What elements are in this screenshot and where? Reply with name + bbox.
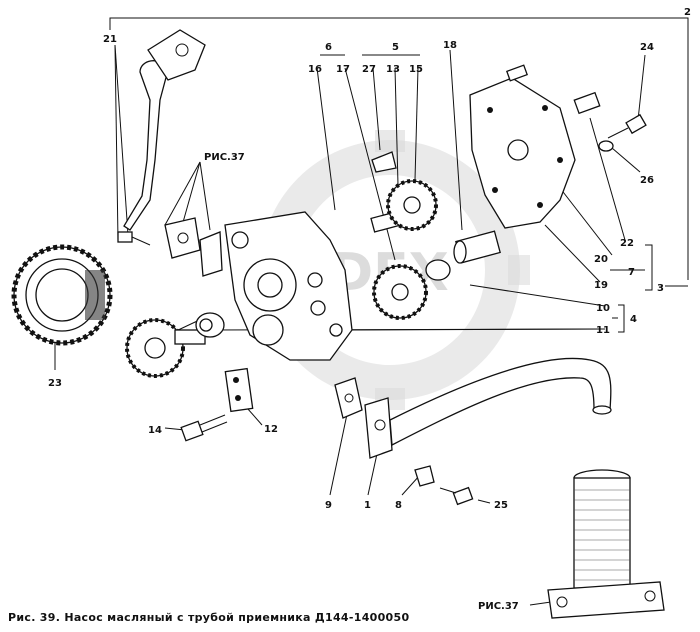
figure-caption: Рис. 39. Насос масляный с трубой приемни… [8,611,409,624]
shaft-18 [453,230,501,264]
callout-24: 24 [640,42,654,53]
intake-tube-21 [123,29,206,231]
gasket-9 [334,377,363,419]
lock-plate-12 [224,367,254,413]
callout-23: 23 [48,378,62,389]
bolt-24 [598,113,647,152]
callout-21: 21 [103,34,117,45]
pump-housing [224,211,353,361]
callout-18: 18 [443,40,457,51]
bolt-upper-left [117,231,151,246]
callout-12: 12 [264,424,278,435]
pins [505,64,601,115]
intake-tube-1 [364,357,612,459]
callout-1: 1 [364,500,371,511]
callout-4: 4 [630,314,637,325]
ref-ris37-bottom: РИС.37 [478,601,519,612]
strainer [547,469,665,619]
bracket-8 [414,465,435,487]
callout-3: 3 [657,283,664,294]
callout-8: 8 [395,500,402,511]
callout-16: 16 [308,64,322,75]
upper-gear-shaft [370,151,438,233]
gasket-small [164,217,223,277]
bushing [195,312,225,338]
callout-9: 9 [325,500,332,511]
pump-cover [469,77,576,229]
callout-11: 11 [596,325,610,336]
callout-25: 25 [494,500,508,511]
callout-19: 19 [594,280,608,291]
callout-26: 26 [640,175,654,186]
callout-7: 7 [628,267,635,278]
callout-2: 2 [684,7,691,18]
callout-13: 13 [386,64,400,75]
bolt-25 [439,486,474,506]
callout-22: 22 [620,238,634,249]
callout-5: 5 [392,42,399,53]
callout-27: 27 [362,64,376,75]
callout-10: 10 [596,303,610,314]
callout-15: 15 [409,64,423,75]
large-gear-23 [11,244,113,346]
lower-gear [372,259,451,320]
callout-6: 6 [325,42,332,53]
ref-ris37-top: РИС.37 [204,152,245,163]
bolt-14 [180,414,228,442]
bracket-lines [109,17,689,333]
callout-14: 14 [148,425,162,436]
callout-20: 20 [594,254,608,265]
callout-labels: 21 2 6 5 16 17 27 13 15 18 24 26 20 22 7… [48,7,691,612]
drive-gear [125,318,206,378]
callout-17: 17 [336,64,350,75]
